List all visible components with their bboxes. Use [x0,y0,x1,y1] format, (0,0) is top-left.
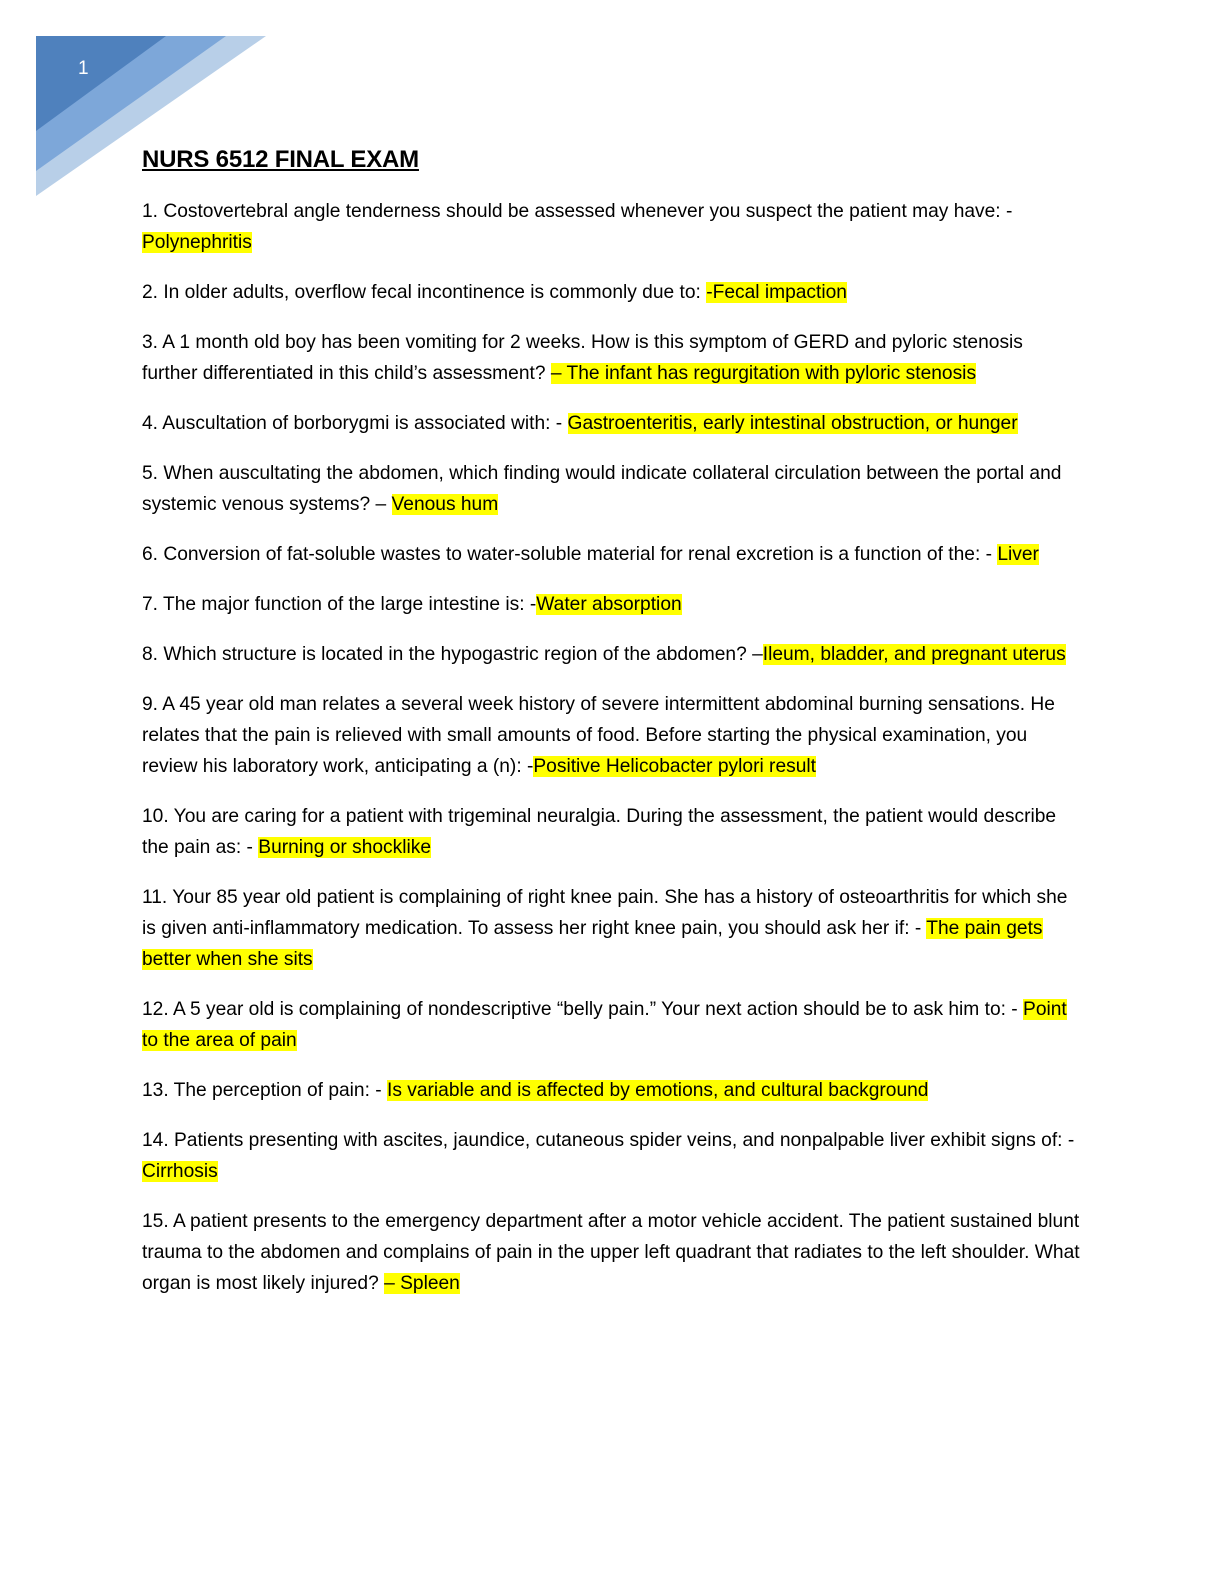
corner-decoration [36,36,266,196]
question-prompt: 1. Costovertebral angle tenderness shoul… [142,201,1013,222]
question-prompt: 7. The major function of the large intes… [142,594,537,615]
question-prompt: 9. A 45 year old man relates a several w… [142,694,1055,777]
question-item: 11. Your 85 year old patient is complain… [142,882,1082,975]
question-answer: Venous hum [391,494,499,515]
question-prompt: 13. The perception of pain: - [142,1080,387,1101]
question-item: 7. The major function of the large intes… [142,589,1082,620]
question-answer: Cirrhosis [142,1161,218,1182]
question-item: 2. In older adults, overflow fecal incon… [142,277,1082,308]
question-prompt: 14. Patients presenting with ascites, ja… [142,1130,1075,1151]
question-answer: Gastroenteritis, early intestinal obstru… [567,413,1018,434]
question-answer: Is variable and is affected by emotions,… [386,1080,929,1101]
question-prompt: 10. You are caring for a patient with tr… [142,806,1057,858]
question-item: 6. Conversion of fat-soluble wastes to w… [142,539,1082,570]
question-prompt: 3. A 1 month old boy has been vomiting f… [142,332,1023,384]
question-answer: – The infant has regurgitation with pylo… [550,363,977,384]
question-item: 9. A 45 year old man relates a several w… [142,689,1082,782]
question-answer: Ileum, bladder, and pregnant uterus [762,644,1066,665]
question-answer: Liver [997,544,1039,565]
question-item: 4. Auscultation of borborygmi is associa… [142,408,1082,439]
question-prompt: 2. In older adults, overflow fecal incon… [142,282,707,303]
question-item: 3. A 1 month old boy has been vomiting f… [142,327,1082,389]
question-prompt: 11. Your 85 year old patient is complain… [142,887,1068,939]
question-item: 14. Patients presenting with ascites, ja… [142,1125,1082,1187]
page-number: 1 [78,58,89,79]
question-prompt: 8. Which structure is located in the hyp… [142,644,763,665]
question-prompt: 6. Conversion of fat-soluble wastes to w… [142,544,998,565]
document-body: NURS 6512 FINAL EXAM 1. Costovertebral a… [142,146,1082,1318]
question-item: 12. A 5 year old is complaining of nonde… [142,994,1082,1056]
question-answer: -Fecal impaction [706,282,847,303]
question-answer: – Spleen [384,1273,460,1294]
question-answer: Polynephritis [142,232,252,253]
question-item: 10. You are caring for a patient with tr… [142,801,1082,863]
question-prompt: 12. A 5 year old is complaining of nonde… [142,999,1024,1020]
question-answer: Burning or shocklike [258,837,432,858]
question-item: 1. Costovertebral angle tenderness shoul… [142,196,1082,258]
question-item: 8. Which structure is located in the hyp… [142,639,1082,670]
question-item: 5. When auscultating the abdomen, which … [142,458,1082,520]
question-list: 1. Costovertebral angle tenderness shoul… [142,196,1082,1299]
question-prompt: 5. When auscultating the abdomen, which … [142,463,1062,515]
question-answer: Positive Helicobacter pylori result [533,756,816,777]
document-title: NURS 6512 FINAL EXAM [142,146,419,173]
question-answer: Water absorption [536,594,682,615]
question-item: 13. The perception of pain: - Is variabl… [142,1075,1082,1106]
question-prompt: 4. Auscultation of borborygmi is associa… [142,413,568,434]
question-item: 15. A patient presents to the emergency … [142,1206,1082,1299]
question-prompt: 15. A patient presents to the emergency … [142,1211,1080,1294]
